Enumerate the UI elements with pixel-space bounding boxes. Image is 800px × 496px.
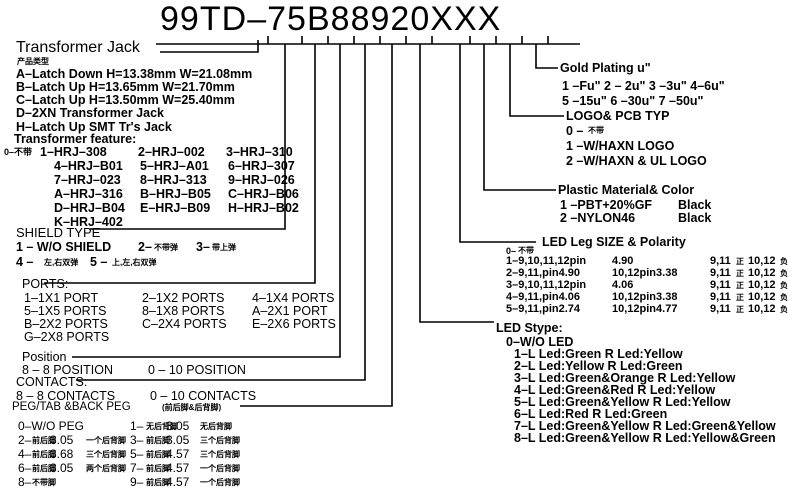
leader-ports — [44, 44, 316, 284]
leader-shield — [90, 44, 286, 230]
transformer-type-a: A–Latch Down H=13.38mm W=21.08mm — [16, 67, 253, 81]
code-char: 8 — [350, 0, 371, 38]
transformer-type-d: D–2XN Transformer Jack — [16, 106, 164, 120]
code-char: T — [199, 0, 222, 38]
code-char: 0 — [410, 0, 431, 38]
ledstype-row: 7–L Led:Green&Yellow R Led:Green&Yellow — [514, 419, 776, 433]
ledstype-row: 4–L Led:Green&Red R Led:Yellow — [514, 383, 716, 397]
transformer-type-h: H–Latch Up SMT Tr's Jack — [16, 120, 172, 134]
leader-ledstype — [419, 44, 494, 323]
ledstype-row: 6–L Led:Red R Led:Green — [514, 407, 668, 421]
ledstype-row: 2–L Led:Yellow R Led:Green — [514, 359, 683, 373]
leader-gold — [535, 44, 558, 69]
code-char: 8 — [330, 0, 351, 38]
code-char: 9 — [160, 0, 180, 38]
ledleg-title: LED Leg SIZE & Polarity — [542, 235, 686, 249]
code-char: 5 — [287, 0, 307, 38]
ledstype-row: 5–L Led:Green&Yellow R Led:Yellow — [514, 395, 731, 409]
transformer-type-c: C–Latch Up H=13.50mm W=25.40mm — [16, 93, 235, 107]
logo-title: LOGO& PCB TYP — [566, 109, 670, 123]
ledstype-row: 0–W/O LED — [506, 335, 574, 349]
transformer-type-b: B–Latch Up H=13.65mm W=21.70mm — [16, 80, 235, 94]
transformer-cjk: 产品类型 — [17, 57, 49, 66]
leader-plastic — [483, 44, 556, 191]
leader-logo — [509, 44, 564, 117]
ledstype-title: LED Stype: — [496, 321, 563, 335]
gold-line-2: 5 –15u" 6 –30u" 7 –50u" — [562, 94, 704, 108]
code-char: – — [247, 0, 268, 38]
code-char: X — [477, 0, 502, 38]
code-char: X — [453, 0, 478, 38]
code-char: 9 — [179, 0, 200, 38]
transformer-feature-prefix: 0–不带 — [4, 147, 33, 157]
shield-title: SHIELD TYPE — [16, 225, 101, 240]
ledstype-row: 3–L Led:Green&Orange R Led:Yellow — [514, 371, 736, 385]
transformer-title: Transformer Jack — [16, 39, 140, 56]
code-char: 2 — [390, 0, 411, 38]
leader-transformer — [160, 40, 259, 53]
leader-ledleg — [459, 44, 536, 243]
gold-line-1: 1 –Fu" 2 – 2u" 3 –3u" 4–6u" — [562, 79, 725, 93]
peg-title-cjk: (前后脚&后背脚) — [162, 403, 222, 412]
leader-position — [72, 44, 341, 358]
contacts-title: CONTACTS: — [16, 375, 88, 389]
position-title: Position — [22, 350, 67, 364]
logo-line-2: 2 –W/HAXN & UL LOGO — [566, 154, 707, 168]
logo-line-1: 1 –W/HAXN LOGO — [566, 139, 675, 153]
gold-title: Gold Plating u" — [560, 61, 651, 75]
peg-title: PEG/TAB &BACK PEG — [12, 401, 131, 413]
plastic-title: Plastic Material& Color — [558, 183, 695, 197]
code-char: X — [430, 0, 454, 38]
code-char: D — [221, 0, 248, 38]
leader-peg — [240, 44, 393, 407]
ledstype-row: 8–L Led:Green&Yellow R Led:Yellow&Green — [514, 431, 776, 445]
code-char: B — [306, 0, 331, 38]
leader-contacts — [76, 44, 366, 381]
part-number: 99TD–75B88920XXX — [160, 2, 501, 36]
code-char: 7 — [267, 0, 288, 38]
transformer-feature-title: Transformer feature: — [14, 132, 137, 146]
ledstype-row: 1–L Led:Green R Led:Yellow — [514, 347, 683, 361]
code-char: 9 — [370, 0, 391, 38]
ports-title: PORTS: — [22, 277, 69, 291]
